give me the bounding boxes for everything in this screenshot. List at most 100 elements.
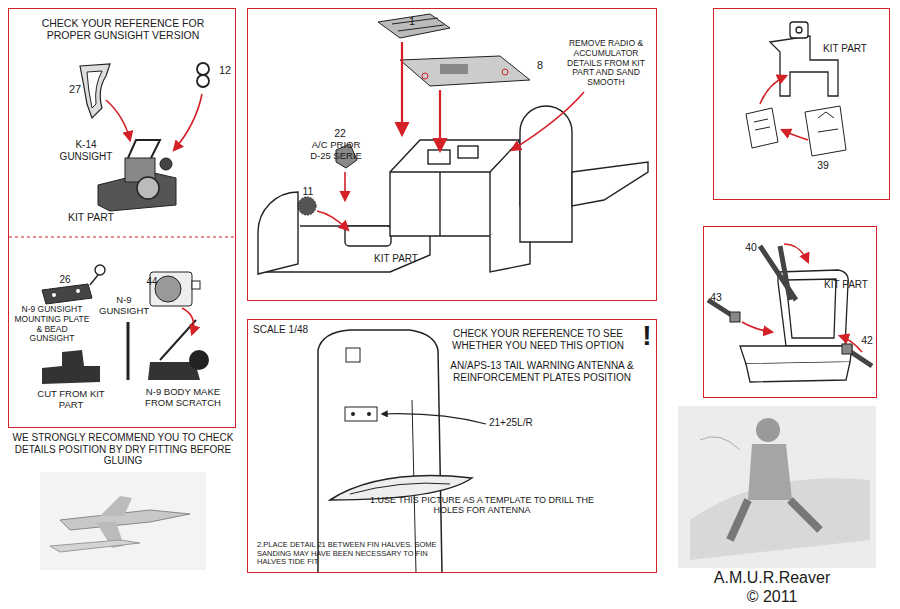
cockpit-tub: [572, 162, 648, 206]
panel-text: REMOVE RADIO & ACCUMULATOR DETAILS FROM …: [559, 39, 653, 88]
seat-belts: [780, 246, 790, 300]
part-8-plate: [502, 69, 508, 75]
part-27-frame: [80, 64, 110, 118]
part-1-plate: [378, 14, 450, 38]
section-divider: [9, 237, 235, 238]
placard: [818, 129, 838, 132]
callout-number: 43: [706, 291, 726, 303]
callout-number: 44: [142, 276, 162, 288]
assembly-arrow: [401, 42, 403, 134]
panel-text: KIT PART: [358, 253, 434, 265]
n9-body: [160, 320, 196, 360]
part-11-disc: [298, 197, 316, 215]
instruction-panel: KIT PART39: [713, 8, 890, 200]
aircraft-sketch: [40, 472, 206, 570]
part-26-plate: [42, 284, 92, 304]
pilot-sketch: [756, 418, 780, 442]
pilot-sketch: [748, 444, 792, 500]
panel-text: CHECK YOUR REFERENCE FOR PROPER GUNSIGHT…: [21, 17, 225, 41]
credit-text: © 2011: [692, 588, 852, 606]
part-44-sight: [192, 281, 200, 289]
part-12-rings: [197, 63, 209, 75]
part-12-rings: [197, 75, 209, 87]
antenna-plate: [345, 407, 377, 421]
callout-number: 39: [813, 159, 833, 171]
panel-text: 21+25L/R: [489, 417, 549, 429]
part-12-rings: [197, 63, 209, 87]
panel-text: KIT PART: [816, 279, 876, 291]
part-1-plate: [378, 14, 450, 38]
pilot-sketch: [730, 500, 820, 540]
part-26-plate: [95, 265, 105, 275]
seat-belts: [760, 246, 796, 300]
kit-bracket: [790, 22, 808, 38]
assembly-arrow: [782, 130, 808, 140]
n9-body: [189, 350, 209, 370]
panel-text: CHECK YOUR REFERENCE TO SEE WHETHER YOU …: [438, 328, 638, 351]
callout-number: 8: [533, 59, 547, 72]
cockpit-tub: [258, 192, 298, 274]
panel-text: N-9 BODY MAKE FROM SCRATCH: [137, 387, 229, 409]
antenna-plate: [351, 412, 355, 416]
panel-text: K-14 GUNSIGHT: [56, 139, 116, 162]
seat: [740, 346, 852, 364]
part-8-plate: [422, 73, 428, 79]
panel-text: SCALE 1/48: [253, 324, 343, 336]
assembly-arrow: [784, 244, 808, 262]
instruction-panel: 18REMOVE RADIO & ACCUMULATOR DETAILS FRO…: [247, 8, 657, 301]
seat: [746, 362, 850, 382]
callout-number: !: [640, 320, 654, 352]
part-26-plate: [42, 265, 105, 304]
placard: [754, 119, 768, 122]
placard: [805, 106, 846, 156]
seat-belts: [708, 246, 872, 366]
assembly-arrow: [106, 100, 130, 140]
assembly-arrow: [317, 42, 584, 230]
tail-fin: [346, 348, 360, 362]
assembly-arrow: [840, 336, 862, 352]
k14-gunsight: [137, 177, 159, 199]
instruction-panel: 40KIT PART4342: [703, 226, 877, 398]
kit-bracket: [796, 27, 802, 33]
assembly-arrow: [760, 76, 786, 104]
part-8-plate: [440, 64, 468, 74]
part-26-plate: [90, 275, 98, 285]
callout-number: 12: [215, 64, 235, 77]
k14-gunsight: [128, 140, 160, 158]
cut-kit-part: [42, 350, 100, 384]
callout-number: 26: [55, 274, 75, 286]
part-8-plate: [400, 56, 530, 86]
assembly-arrow: [439, 90, 441, 150]
panel-text: AN/APS-13 TAIL WARNING ANTENNA & REINFOR…: [448, 360, 636, 383]
panel-text: 1.USE THIS PICTURE AS A TEMPLATE TO DRIL…: [356, 495, 608, 516]
assembly-arrow: [760, 76, 808, 140]
antenna-plate: [367, 412, 371, 416]
part-8-plate: [400, 56, 530, 86]
part-44-sight: [155, 276, 181, 302]
n9-body: [148, 308, 209, 380]
cockpit-tub: [345, 226, 391, 246]
antenna-plate: [345, 407, 377, 421]
panel-text: CUT FROM KIT PART: [35, 389, 107, 411]
callout-number: 11: [298, 185, 318, 197]
seat-belts: [730, 312, 740, 322]
part-26-plate: [52, 293, 56, 297]
callout-number: 40: [741, 241, 761, 253]
aircraft-sketch: [100, 496, 132, 516]
pilot-sketch: [678, 406, 876, 568]
part-1-plate: [398, 25, 444, 31]
cockpit-tub: [258, 106, 648, 274]
assembly-arrow: [742, 244, 862, 352]
assembly-arrow: [174, 94, 202, 150]
cockpit-tub: [390, 140, 520, 236]
assembly-arrow: [742, 322, 772, 332]
cockpit-tub: [458, 146, 478, 158]
credit-text: A.M.U.R.Reaver: [692, 569, 852, 587]
tail-fin: [350, 483, 450, 494]
panel-text: 2.PLACE DETAIL 21 BETWEEN FIN HALVES. SO…: [257, 541, 453, 567]
kit-bracket: [770, 22, 838, 96]
leader-line: [382, 414, 486, 424]
